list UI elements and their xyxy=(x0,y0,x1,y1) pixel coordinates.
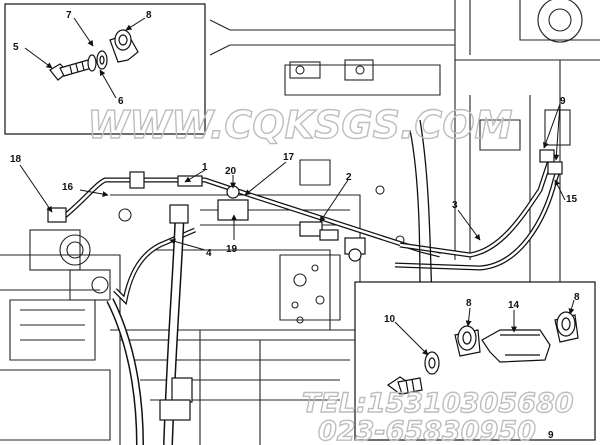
callout-8-top: 8 xyxy=(146,10,152,21)
callout-9-inset: 9 xyxy=(548,430,554,441)
callout-18: 18 xyxy=(10,154,22,165)
callout-6: 6 xyxy=(118,96,124,107)
callout-3: 3 xyxy=(452,200,458,211)
callout-8-inset-b: 8 xyxy=(574,292,580,303)
watermark-tel: TEL:15310305680 xyxy=(302,388,574,419)
callout-19: 19 xyxy=(226,244,238,255)
leader-lines xyxy=(19,17,575,356)
callout-9-top: 9 xyxy=(560,96,566,107)
callout-10: 10 xyxy=(384,314,396,325)
callout-2: 2 xyxy=(346,172,352,183)
inset-top-left xyxy=(4,3,206,135)
callout-20: 20 xyxy=(225,166,237,177)
watermark-phone: 023-65830950 xyxy=(318,416,536,445)
callout-4: 4 xyxy=(206,248,212,259)
callout-17: 17 xyxy=(283,152,295,163)
callout-15: 15 xyxy=(566,194,578,205)
callout-14: 14 xyxy=(508,300,520,311)
watermark-site: WWW.CQKSGS.COM xyxy=(88,103,513,147)
callout-8-inset-a: 8 xyxy=(466,298,472,309)
callout-labels: 7 8 5 6 1 17 20 2 3 15 9 18 16 4 19 10 8… xyxy=(10,10,580,441)
callout-1: 1 xyxy=(202,162,208,173)
callout-7: 7 xyxy=(66,10,72,21)
callout-5: 5 xyxy=(13,42,19,53)
callout-16: 16 xyxy=(62,182,74,193)
inset-bottom-right xyxy=(354,281,596,441)
watermarks: WWW.CQKSGS.COM TEL:15310305680 023-65830… xyxy=(87,102,574,445)
